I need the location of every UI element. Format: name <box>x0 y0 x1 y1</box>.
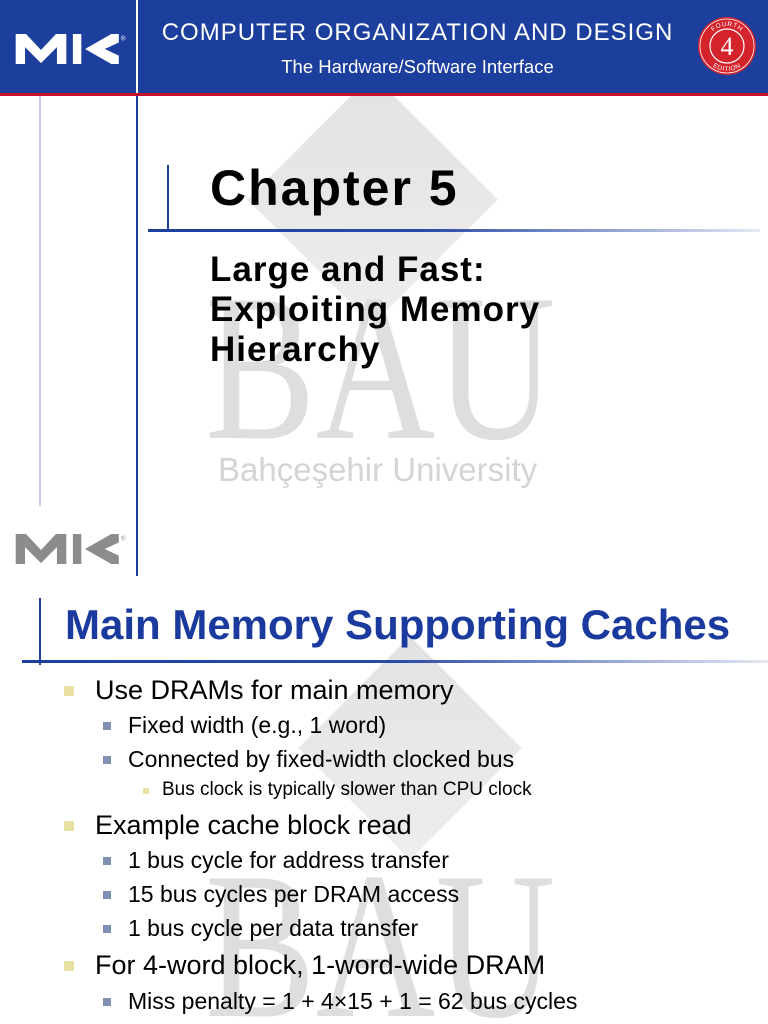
bullet-text: For 4-word block, 1-word-wide DRAM <box>95 950 546 980</box>
bullet-square-icon <box>64 961 74 971</box>
bullet-item: Example cache block read <box>64 808 412 842</box>
mk-logo-icon: ® <box>15 534 126 564</box>
bullet-text: Use DRAMs for main memory <box>95 675 454 705</box>
bullet-text: Fixed width (e.g., 1 word) <box>128 712 387 738</box>
bullet-text: Miss penalty = 1 + 4×15 + 1 = 62 bus cyc… <box>128 988 578 1014</box>
watermark-letters: BAU <box>205 830 556 1024</box>
bullet-square-icon <box>143 788 149 794</box>
bullet-square-icon <box>103 756 111 764</box>
chapter-vertical-rule <box>167 165 169 232</box>
edition-badge-icon: FOURTH EDITION 4 <box>698 17 756 75</box>
bullet-item: Use DRAMs for main memory <box>64 673 454 707</box>
title-slide: BAU Bahçeşehir University ® COMPUTER ORG… <box>0 0 768 577</box>
bullet-square-icon <box>103 857 111 865</box>
bullet-text: Bus clock is typically slower than CPU c… <box>162 779 532 800</box>
book-subtitle: The Hardware/Software Interface <box>281 56 554 77</box>
bullet-square-icon <box>64 686 74 696</box>
slide-title: Main Memory Supporting Caches <box>65 601 731 648</box>
sub-sub-bullet-item: Bus clock is typically slower than CPU c… <box>143 773 532 807</box>
sub-bullet-item: 1 bus cycle per data transfer <box>103 911 419 945</box>
bullet-square-icon <box>64 821 74 831</box>
svg-text:EDITION: EDITION <box>712 62 743 73</box>
chapter-horizontal-rule <box>148 229 760 232</box>
watermark-university-name: Bahçeşehir University <box>218 451 538 488</box>
header-red-rule <box>0 93 768 96</box>
sub-bullet-item: 15 bus cycles per DRAM access <box>103 877 460 911</box>
bullet-text: Connected by fixed-width clocked bus <box>128 746 515 772</box>
chapter-heading: Chapter 5 <box>210 160 459 216</box>
bullet-square-icon <box>103 891 111 899</box>
watermark-letters: BAU <box>205 252 556 484</box>
bullet-text: 15 bus cycles per DRAM access <box>128 881 460 907</box>
vertical-rule-faint <box>39 96 41 506</box>
title-vertical-rule <box>39 598 41 665</box>
vertical-rule <box>136 96 138 576</box>
bullet-square-icon <box>103 998 111 1006</box>
bullet-text: 1 bus cycle per data transfer <box>128 915 419 941</box>
edition-number: 4 <box>721 32 734 61</box>
sub-bullet-item: Connected by fixed-width clocked bus <box>103 742 515 776</box>
sub-bullet-item: Fixed width (e.g., 1 word) <box>103 708 387 742</box>
sub-bullet-item: Miss penalty = 1 + 4×15 + 1 = 62 bus cyc… <box>103 984 578 1018</box>
bullet-text: Example cache block read <box>95 810 412 840</box>
trademark-symbol: ® <box>121 35 126 43</box>
mk-logo-icon: ® <box>15 34 126 64</box>
content-slide: BAU Main Memory Supporting Caches Use DR… <box>0 577 768 1024</box>
edition-label-bottom: EDITION <box>712 62 742 73</box>
bullet-square-icon <box>103 722 111 730</box>
book-header-banner: ® COMPUTER ORGANIZATION AND DESIGN The H… <box>0 0 768 93</box>
book-title: COMPUTER ORGANIZATION AND DESIGN <box>161 19 674 46</box>
chapter-subtitle-line: Exploiting Memory <box>210 290 541 329</box>
header-divider <box>136 0 138 93</box>
sub-bullet-item: 1 bus cycle for address transfer <box>103 843 449 877</box>
bullet-square-icon <box>103 925 111 933</box>
title-horizontal-rule <box>22 660 768 663</box>
chapter-subtitle-line: Large and Fast: <box>210 250 486 289</box>
trademark-symbol: ® <box>121 535 126 543</box>
chapter-subtitle-line: Hierarchy <box>210 330 381 369</box>
bullet-item: For 4-word block, 1-word-wide DRAM <box>64 948 546 982</box>
bullet-text: 1 bus cycle for address transfer <box>128 847 449 873</box>
